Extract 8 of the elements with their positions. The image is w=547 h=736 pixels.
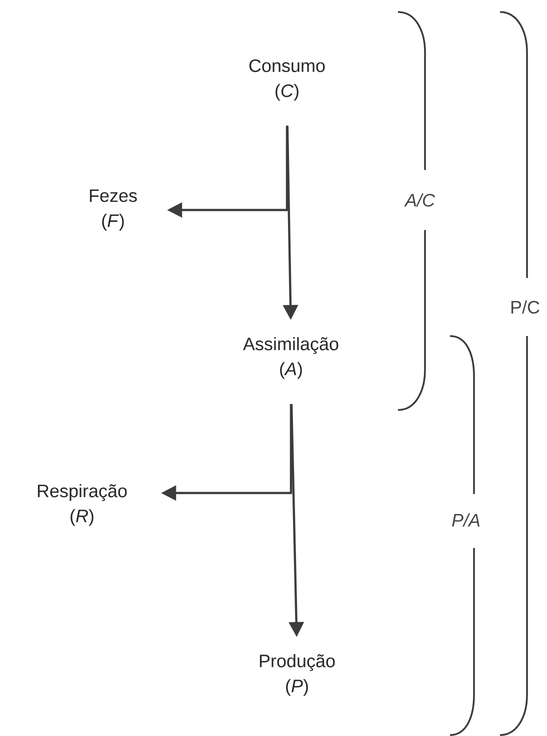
ratio-label: P/C xyxy=(511,300,540,314)
flow-label: Produção (P) xyxy=(260,654,335,696)
flow-label: Assimilação (A) xyxy=(243,337,338,379)
ratio-label: A/C xyxy=(404,193,436,207)
flow-label: Consumo (C) xyxy=(249,59,325,101)
flow-label: Fezes (F) xyxy=(90,189,137,231)
ratio-label: P/A xyxy=(452,513,480,527)
flow-label: Respiração (R) xyxy=(38,484,127,526)
